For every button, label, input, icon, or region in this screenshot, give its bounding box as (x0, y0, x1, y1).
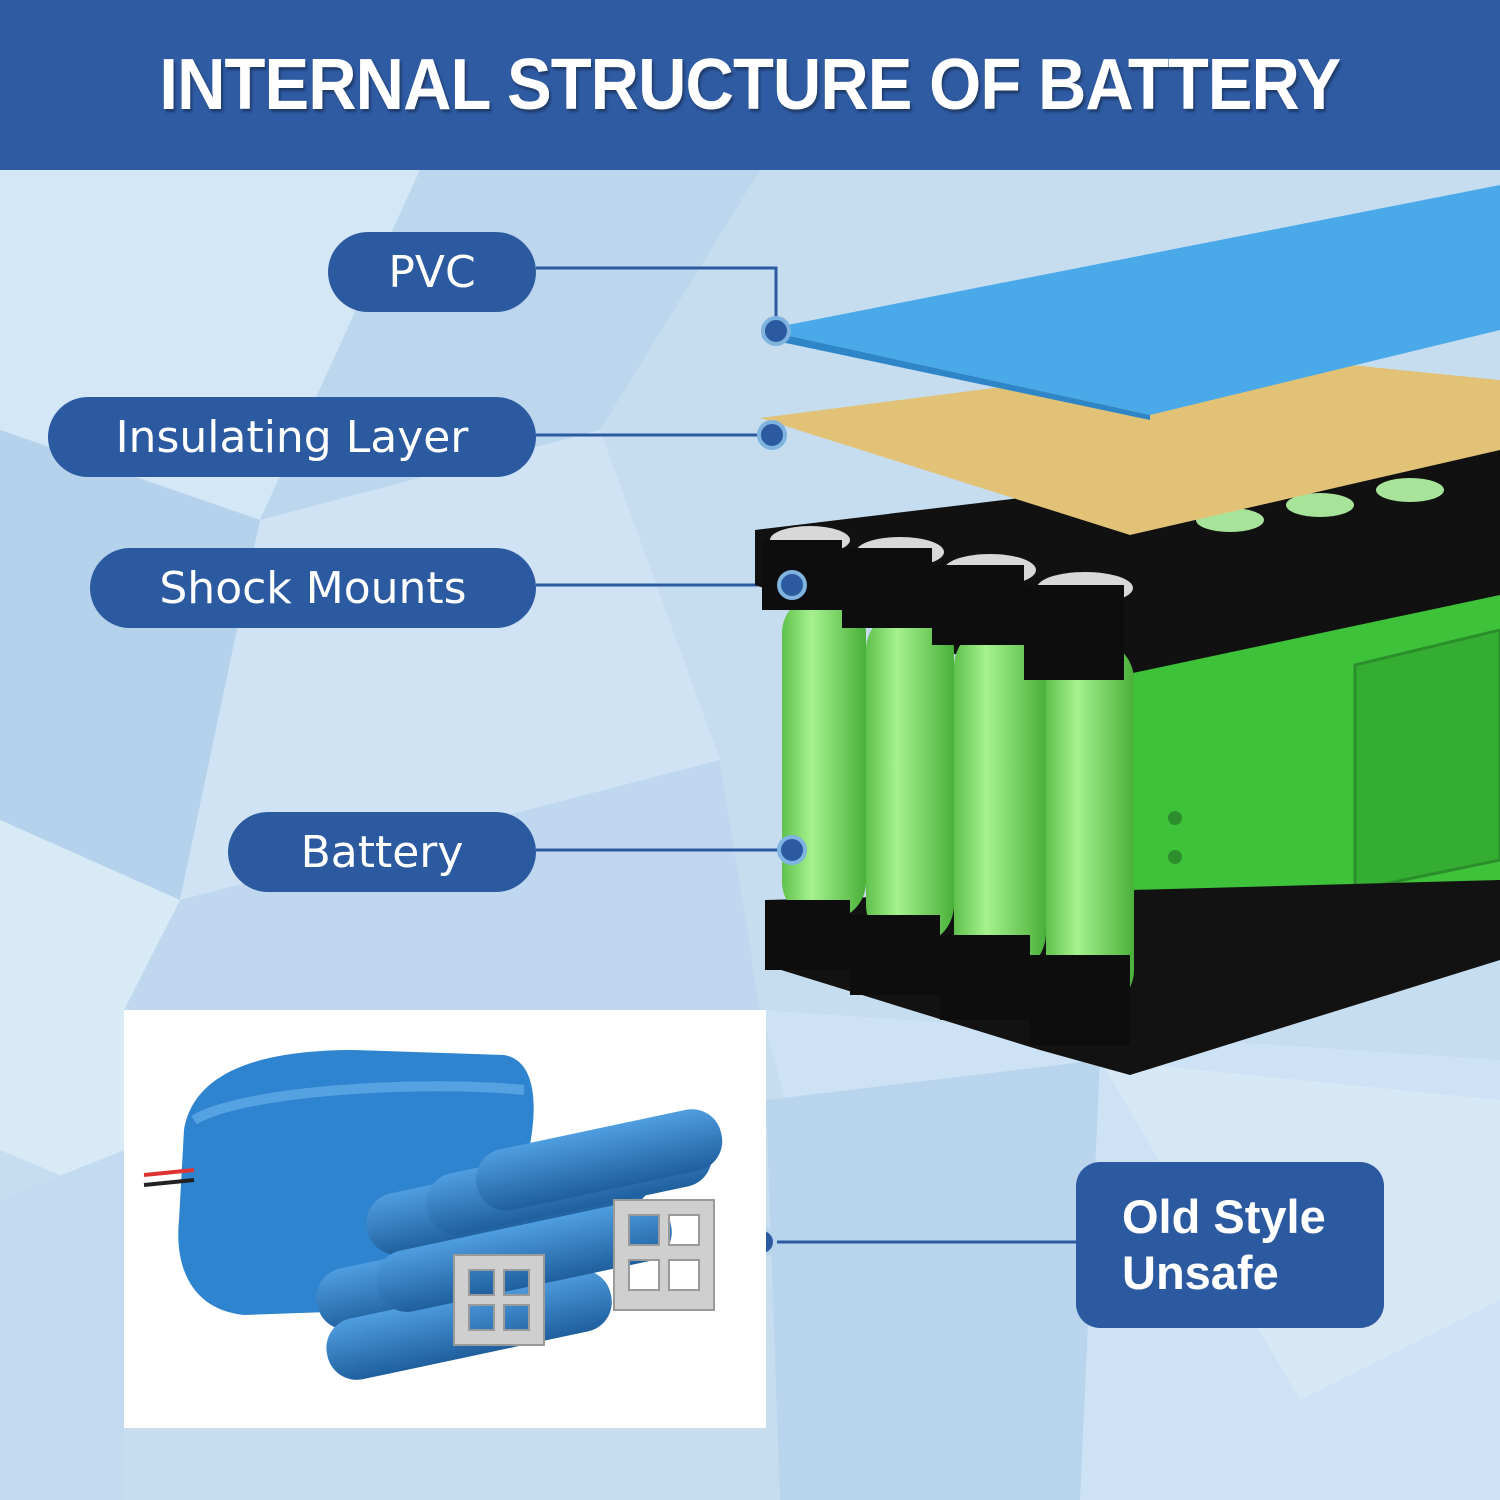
connector-dot-icon (777, 570, 807, 600)
old-style-text: Old Style (1122, 1190, 1326, 1243)
insulating-sheet (760, 355, 1500, 535)
connector-dot-icon (757, 420, 787, 450)
old-style-unsafe-badge: Old Style Unsafe (1076, 1162, 1384, 1328)
connector-lines (536, 266, 1076, 1244)
header-banner: INTERNAL STRUCTURE OF BATTERY (0, 0, 1500, 170)
label-shock-mounts-text: Shock Mounts (159, 562, 467, 614)
connector-dot-icon (777, 835, 807, 865)
old-style-battery-drawing (143, 1050, 723, 1380)
battery-cells (782, 595, 1134, 1010)
label-insulating-layer-text: Insulating Layer (115, 411, 469, 463)
page-title: INTERNAL STRUCTURE OF BATTERY (159, 45, 1342, 125)
unsafe-text: Unsafe (1122, 1246, 1279, 1299)
pvc-sheet (762, 185, 1500, 415)
label-battery-text: Battery (300, 826, 464, 878)
old-style-battery-photo (124, 1010, 766, 1428)
label-battery: Battery (228, 812, 536, 892)
label-shock-mounts: Shock Mounts (90, 548, 536, 628)
label-pvc-text: PVC (388, 246, 476, 298)
label-insulating-layer: Insulating Layer (48, 397, 536, 477)
connector-dot-icon (761, 316, 791, 346)
label-pvc: PVC (328, 232, 536, 312)
